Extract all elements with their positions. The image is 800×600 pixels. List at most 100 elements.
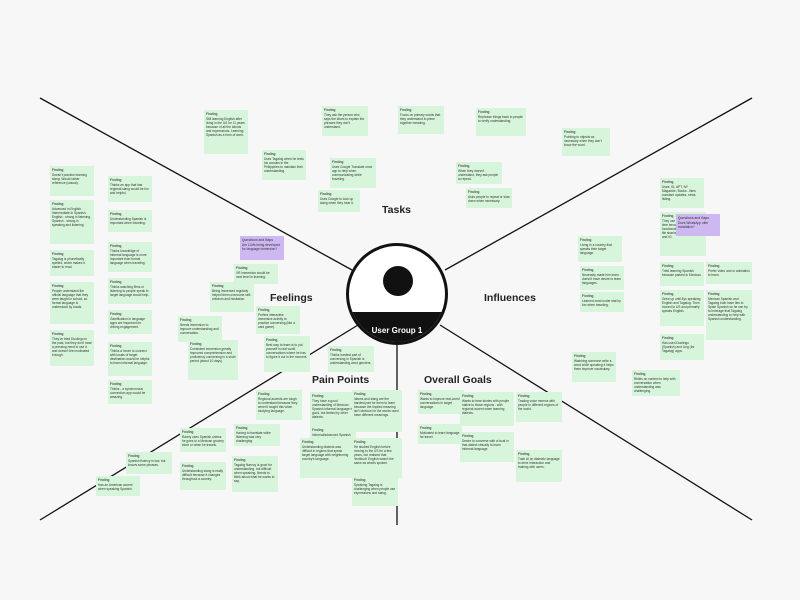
- note-text: Best way to learn is to put yourself in …: [266, 343, 308, 359]
- note-tag: Finding: [128, 454, 140, 458]
- note-text: Asks people to repeat or slow down when …: [468, 195, 510, 203]
- note-text: Prefers interactive immersive activity t…: [258, 313, 295, 329]
- note-text: Has an American accent when speaking Spa…: [98, 483, 133, 491]
- section-title-feelings: Feelings: [270, 292, 313, 304]
- note-text: Tried learning Spanish because parked in…: [662, 269, 702, 277]
- note-tag: Finding: [354, 478, 366, 482]
- note-tag: Finding: [324, 108, 336, 112]
- note-tag: Finding: [206, 112, 218, 116]
- note-tag: Finding: [190, 342, 202, 346]
- note-text: VR immersion would be next level in lear…: [236, 271, 270, 279]
- note-text: Has used Duolingo (Spanish) and Ling (fo…: [662, 341, 695, 353]
- note-tag: Finding: [182, 464, 194, 468]
- note-text: Rarely uses Spanish unless he goes to a …: [182, 435, 224, 447]
- note-text: Rephrase things back to people to verify…: [478, 115, 523, 123]
- note-tag: Finding: [662, 180, 674, 184]
- note-text: Thinks a forum to connect with locals of…: [110, 349, 150, 365]
- note-tag: Finding: [234, 458, 246, 462]
- note-text: He studied English before moving to the …: [354, 445, 394, 465]
- note-tag: Finding: [320, 192, 332, 196]
- note-tag: Finding: [662, 214, 674, 218]
- note-tag: Finding: [212, 284, 224, 288]
- note-tag: Finding: [708, 292, 720, 296]
- note-text: They ask the person who says the idiom t…: [324, 113, 365, 129]
- persona-label: User Group 1: [371, 326, 423, 335]
- note-text: Advanced in English. Intermediate in Spa…: [52, 207, 91, 227]
- note-text: Thinks an app that has regional slang wo…: [110, 183, 149, 195]
- note-tag: Finding: [662, 292, 674, 296]
- note-tag: Finding: [354, 440, 366, 444]
- note-text: Gamification in language apps are import…: [110, 317, 146, 329]
- user-icon: [383, 266, 413, 296]
- note-tag: Finding: [634, 372, 646, 376]
- note-tag: Finding: [312, 394, 324, 398]
- note-tag: Finding: [258, 392, 270, 396]
- note-tag: Finding: [258, 308, 270, 312]
- note-text: Trading voice memos with people in diffe…: [518, 399, 559, 411]
- note-text: Regional accents are tough to understand…: [258, 397, 298, 413]
- note-text: Desire to converse with a local in that …: [462, 439, 509, 451]
